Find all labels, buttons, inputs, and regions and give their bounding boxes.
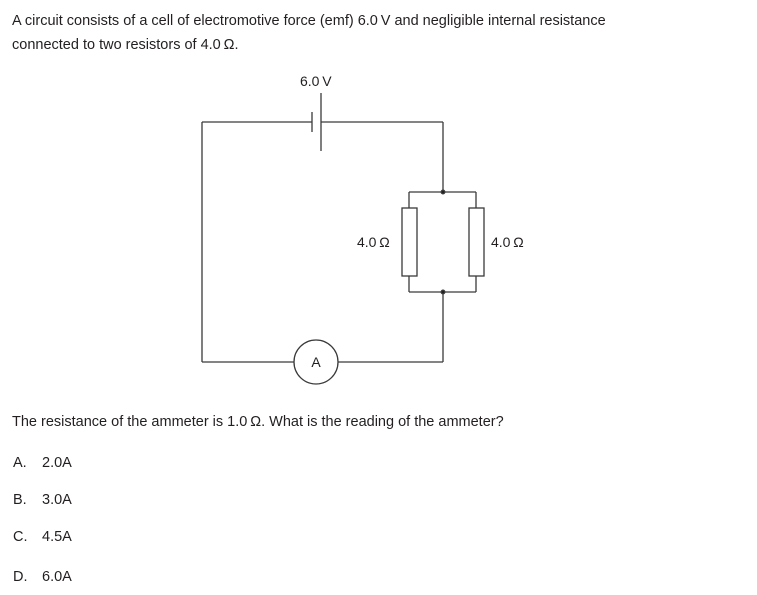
question-stem-line-2: connected to two resistors of 4.0 Ω.: [12, 37, 239, 53]
option-letter: B.: [13, 492, 27, 508]
question-text: The resistance of the ammeter is 1.0 Ω. …: [12, 414, 504, 430]
option-text: 4.5A: [42, 529, 72, 545]
resistor-right-icon: [468, 207, 485, 277]
option-text: 3.0A: [42, 492, 72, 508]
junction-dot-top: [440, 189, 446, 195]
resistor-right-label: 4.0 Ω: [491, 234, 524, 250]
ammeter-label: A: [311, 354, 321, 370]
wires: [201, 122, 477, 363]
cell-icon: [202, 93, 443, 151]
option-text: 6.0A: [42, 569, 72, 585]
resistor-left-icon: [401, 207, 418, 277]
resistor-left-label: 4.0 Ω: [357, 234, 390, 250]
option-letter: C.: [13, 529, 28, 545]
ammeter-icon: [293, 339, 339, 385]
option-letter: A.: [13, 455, 27, 471]
option-letter: D.: [13, 569, 28, 585]
cell-label: 6.0 V: [300, 73, 332, 89]
question-stem-line-1: A circuit consists of a cell of electrom…: [12, 13, 606, 29]
junction-dot-bottom: [440, 289, 446, 295]
option-text: 2.0A: [42, 455, 72, 471]
